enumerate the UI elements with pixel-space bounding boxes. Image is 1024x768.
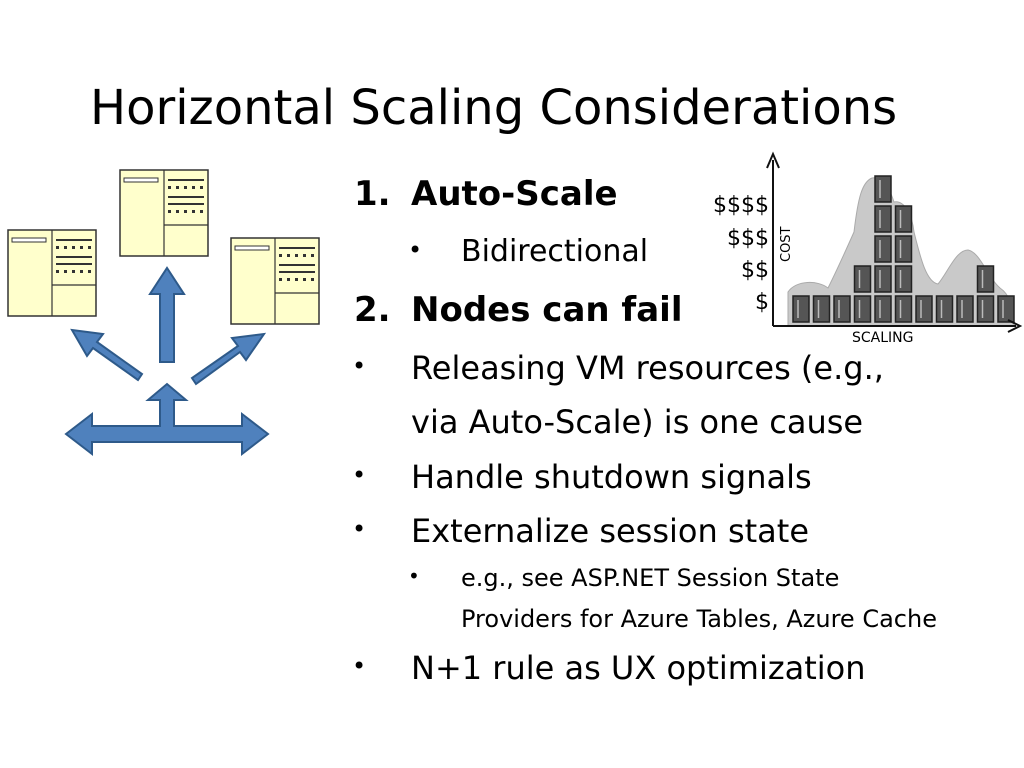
arrow-left-right-icon (64, 382, 270, 457)
cost-level-2: $$ (741, 258, 769, 283)
server-box (853, 265, 872, 293)
server-box (956, 295, 974, 323)
slide-title: Horizontal Scaling Considerations (90, 80, 898, 136)
server-box (894, 205, 913, 233)
cost-scaling-chart: $$$$ $$$ $$ $ COST SCALING (713, 151, 1023, 346)
item-number-2: 2. (354, 290, 391, 330)
heading-auto-scale: Auto-Scale (411, 174, 618, 214)
server-box (874, 295, 892, 323)
text-n-plus-1: N+1 rule as UX optimization (411, 649, 866, 687)
server-box (997, 295, 1015, 323)
server-box (915, 295, 933, 323)
bullet-icon: • (352, 352, 367, 380)
server-box (976, 265, 995, 293)
text-releasing-vm: Releasing VM resources (e.g., (411, 349, 884, 387)
text-session-state: Externalize session state (411, 512, 809, 550)
chart-boxes (792, 175, 1015, 323)
y-axis-arrow-icon (766, 151, 780, 169)
server-icon (7, 229, 97, 317)
arrow-up-icon (148, 266, 186, 363)
server-box (853, 295, 872, 323)
bullet-icon: • (352, 515, 367, 543)
y-axis-label: COST (779, 226, 794, 262)
server-box (894, 265, 913, 293)
arrow-up-right-icon (190, 332, 267, 386)
bullet-icon: • (352, 652, 367, 680)
bullet-icon: • (408, 564, 420, 588)
cost-level-3: $$$ (727, 226, 769, 251)
server-box (812, 295, 831, 323)
server-icon (119, 169, 209, 257)
text-azure-providers: Providers for Azure Tables, Azure Cache (461, 605, 937, 633)
server-box (833, 295, 851, 323)
server-box (792, 295, 810, 323)
server-box (976, 295, 995, 323)
server-box (874, 235, 892, 263)
cost-level-4: $$$$ (713, 193, 769, 218)
text-aspnet-session: e.g., see ASP.NET Session State (461, 564, 840, 592)
cost-level-1: $ (755, 290, 769, 315)
item-number-1: 1. (354, 174, 391, 214)
heading-nodes-can-fail: Nodes can fail (411, 290, 683, 330)
server-box (874, 205, 892, 233)
x-axis-label: SCALING (852, 330, 914, 346)
bullet-icon: • (352, 461, 367, 489)
text-releasing-vm-cont: via Auto-Scale) is one cause (411, 403, 864, 441)
server-box (935, 295, 954, 323)
server-box (894, 295, 913, 323)
server-icon (230, 237, 320, 325)
arrow-up-left-icon (70, 328, 144, 382)
bullet-icon: • (408, 236, 423, 264)
text-shutdown-signals: Handle shutdown signals (411, 458, 812, 496)
server-box (874, 265, 892, 293)
server-box (874, 175, 892, 203)
x-axis-arrow-icon (1007, 319, 1023, 333)
server-box (894, 235, 913, 263)
text-bidirectional: Bidirectional (461, 234, 649, 269)
scaling-diagram (7, 169, 320, 457)
